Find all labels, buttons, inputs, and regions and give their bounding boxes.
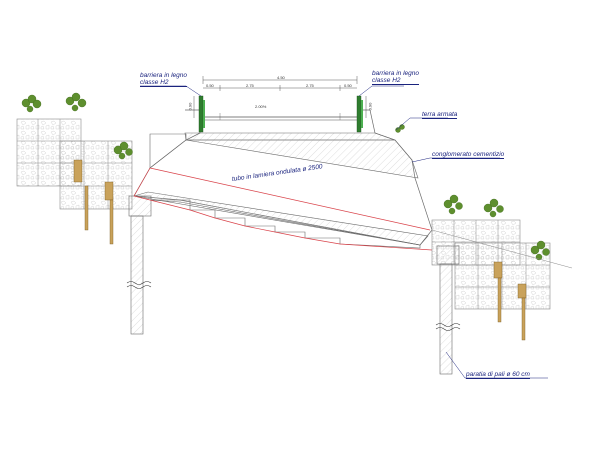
right-soil-nails	[497, 277, 526, 341]
left-vegetation	[21, 92, 133, 160]
left-soil-nails	[84, 185, 114, 245]
dim-total-width: 4.50	[277, 75, 285, 80]
road-deck	[200, 113, 360, 121]
pile-wall-label: paratia di pali ø 60 cm	[466, 371, 530, 379]
barrier-right-line1: barriera in legno	[372, 70, 419, 77]
dim-side-left: 0.50	[206, 83, 214, 88]
right-gabion-wall	[431, 219, 551, 310]
right-barrier	[356, 95, 363, 133]
embankment	[133, 109, 433, 251]
dimension-lines	[193, 76, 367, 118]
dim-crossfall: 2.00%	[255, 104, 267, 109]
left-gabion-wall	[16, 118, 133, 210]
ground-line-right	[431, 229, 573, 269]
left-pile	[126, 195, 152, 335]
dim-height-left: 0.90	[187, 102, 193, 111]
dim-lane-left: 2.75	[246, 83, 254, 88]
concrete-label: conglomerato cementizio	[432, 151, 505, 159]
dim-side-right: 0.50	[344, 83, 352, 88]
reinforced-earth-label: terra armata	[422, 111, 458, 119]
right-pile	[435, 245, 461, 375]
dim-lane-right: 2.75	[306, 83, 314, 88]
barrier-left-line2: classe H2	[140, 79, 169, 86]
left-barrier	[198, 95, 205, 133]
right-vegetation	[443, 194, 550, 261]
dim-height-right: 0.90	[367, 102, 373, 111]
slope-vegetation	[395, 124, 405, 133]
barrier-right-line2: classe H2	[372, 77, 401, 84]
barrier-left-line1: barriera in legno	[140, 72, 187, 79]
barrier-left-label: barriera in legno classe H2	[140, 72, 187, 87]
barrier-right-label: barriera in legno classe H2	[372, 70, 419, 85]
